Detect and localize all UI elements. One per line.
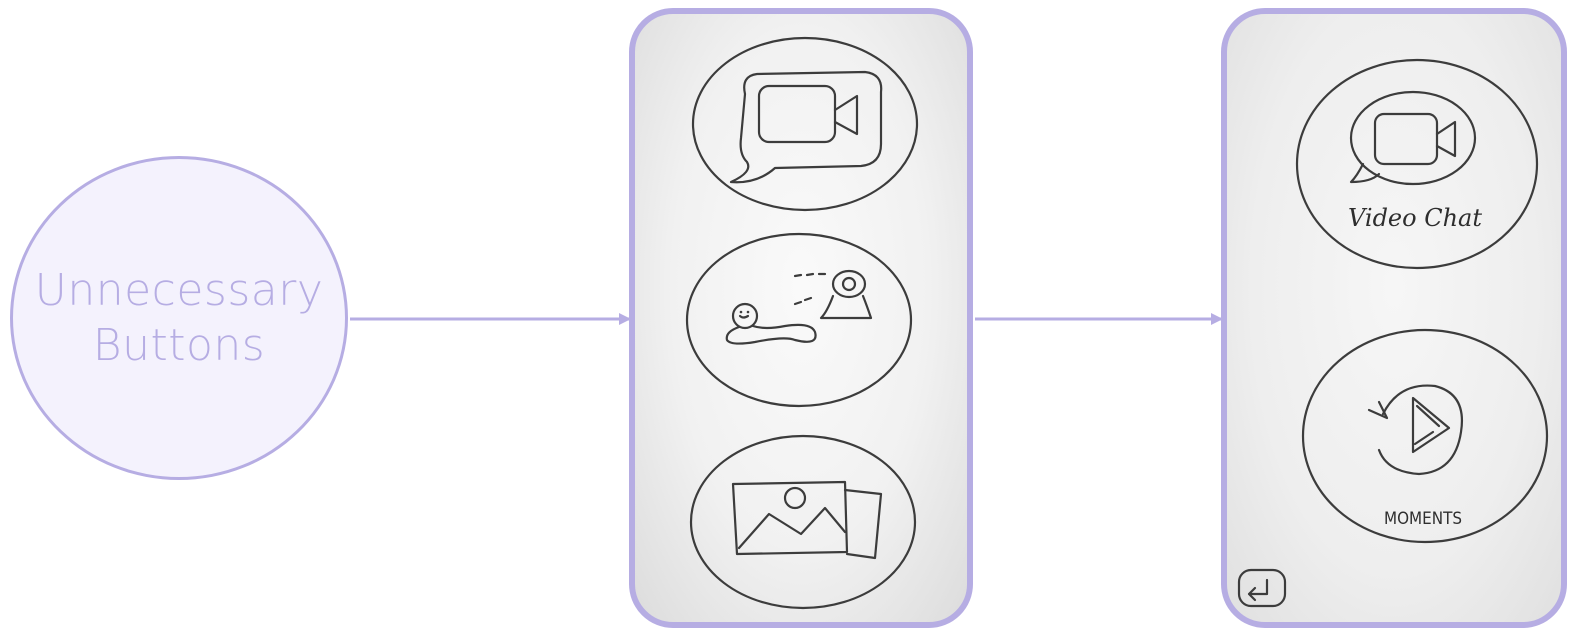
unnecessary-buttons-node: Unnecessary Buttons: [10, 156, 348, 480]
video-chat-icon: [731, 72, 881, 182]
video-chat-label: Video Chat: [1348, 204, 1482, 232]
phone-before-sketch-layer: [635, 14, 967, 622]
node-label-line1: Unnecessary: [35, 263, 324, 318]
moments-label: MOMENTS: [1384, 509, 1462, 529]
back-return-icon[interactable]: [1239, 570, 1285, 606]
photo-gallery-button[interactable]: [691, 436, 915, 608]
phone-sketch-before: [629, 8, 973, 628]
video-chat-button[interactable]: Video Chat: [1297, 60, 1537, 268]
video-chat-icon: [1351, 92, 1475, 184]
video-chat-button[interactable]: [693, 38, 917, 210]
moments-replay-icon: [1369, 386, 1462, 474]
snail-camera-icon: [727, 271, 871, 344]
photo-gallery-icon: [733, 482, 881, 558]
snail-camera-button[interactable]: [687, 234, 911, 406]
phone-after-sketch-layer: Video Chat MOMENTS: [1227, 14, 1561, 622]
phone-sketch-after: Video Chat MOMENTS: [1221, 8, 1567, 628]
moments-button[interactable]: MOMENTS: [1303, 330, 1547, 542]
node-label-line2: Buttons: [93, 318, 265, 373]
